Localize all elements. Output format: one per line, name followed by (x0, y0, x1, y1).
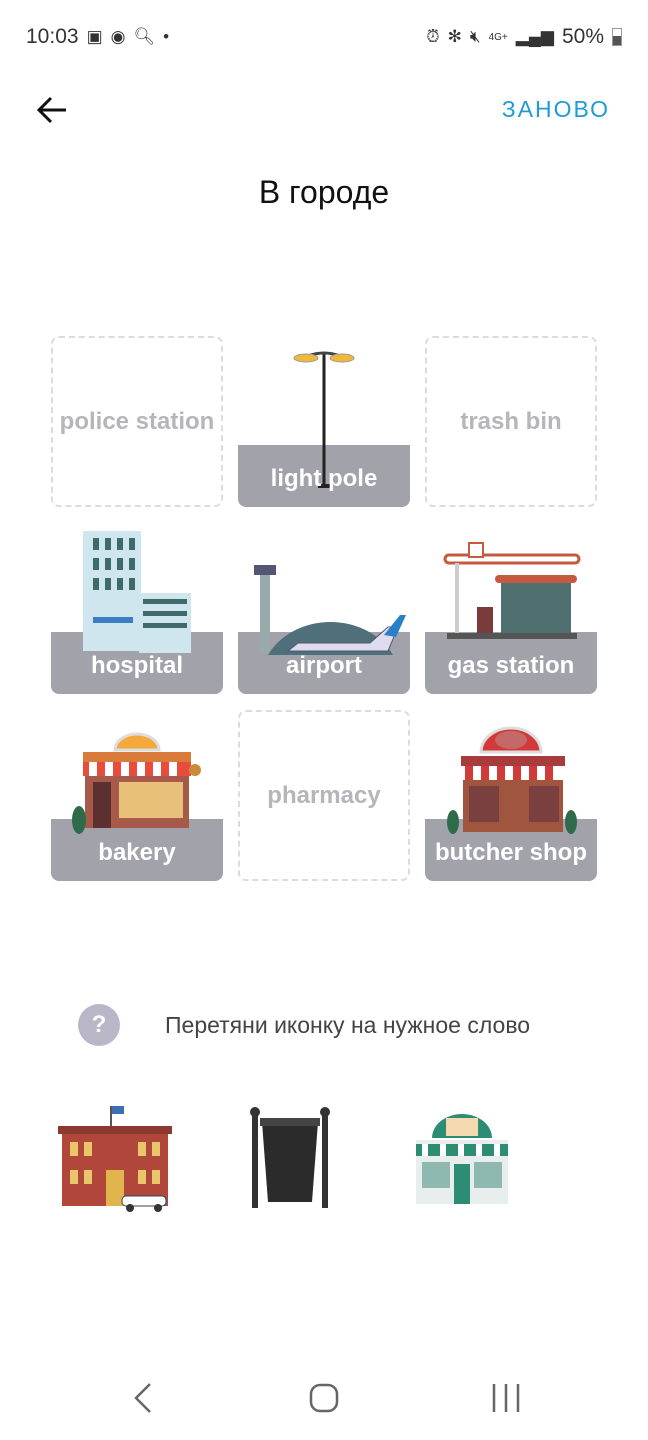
bakery-icon (72, 732, 201, 834)
mute-icon: 🔇︎ (469, 27, 481, 46)
back-nav-button[interactable] (124, 1378, 164, 1418)
label-band (425, 632, 597, 694)
card-label: trash bin (460, 407, 562, 435)
card-label: airport (285, 652, 362, 679)
hospital-icon (83, 531, 191, 653)
status-bar: 10:03 ▣ ◉ 🔍︎ • ⏰︎ ✻ 🔇︎ 4G+ ▂▄▆ 50% (26, 22, 622, 52)
card-police-station[interactable]: police station (51, 336, 223, 507)
alarm-icon: ⏰︎ (426, 27, 440, 46)
battery-text: 50% (561, 25, 604, 48)
card-pharmacy[interactable]: pharmacy (238, 710, 410, 881)
card-bakery[interactable]: bakery (51, 710, 223, 881)
reset-button[interactable]: ЗАНОВО (501, 96, 610, 122)
police-station-icon[interactable] (52, 1100, 172, 1215)
arrow-left-icon[interactable] (34, 92, 70, 128)
card-butcher-shop[interactable]: butcher shop (425, 710, 597, 881)
card-trash-bin[interactable]: trash bin (425, 336, 597, 507)
card-hospital[interactable]: hospital (51, 523, 223, 694)
card-label: light pole (270, 465, 378, 492)
hint: ? Перетяни иконку на нужное слово (78, 1004, 530, 1046)
battery-icon (612, 28, 622, 46)
signal-icon: ▂▄▆ (515, 27, 554, 46)
card-label: police station (59, 407, 215, 435)
trash-bin-icon[interactable] (230, 1100, 350, 1215)
search-icon: 🔍︎ (133, 27, 156, 46)
bluetooth-icon: ✻ (447, 27, 462, 46)
card-airport[interactable]: airport (238, 523, 410, 694)
card-label: butcher shop (434, 839, 587, 866)
clock: 10:03 (26, 25, 79, 48)
heart-circle-icon: ◉ (110, 27, 126, 46)
gallery-icon: ▣ (86, 27, 103, 46)
home-nav-button[interactable] (304, 1378, 344, 1418)
recents-nav-button[interactable] (486, 1378, 526, 1418)
card-label: pharmacy (267, 781, 381, 809)
hint-text: Перетяни иконку на нужное слово (165, 1011, 531, 1038)
light-pole-icon (293, 351, 355, 488)
page-title: В городе (258, 174, 390, 210)
pharmacy-icon[interactable] (402, 1100, 522, 1215)
help-icon[interactable]: ? (78, 1004, 120, 1046)
4g-icon: 4G+ (488, 31, 508, 43)
card-light-pole[interactable]: light pole (238, 336, 410, 507)
butcher-shop-icon (447, 726, 577, 834)
card-label: hospital (90, 652, 183, 679)
card-gas-station[interactable]: gas station (425, 523, 597, 694)
gas-station-icon (443, 542, 581, 639)
card-label: gas station (447, 652, 575, 679)
airport-icon (254, 565, 406, 655)
dot-icon: • (163, 27, 170, 46)
card-label: bakery (98, 839, 176, 866)
